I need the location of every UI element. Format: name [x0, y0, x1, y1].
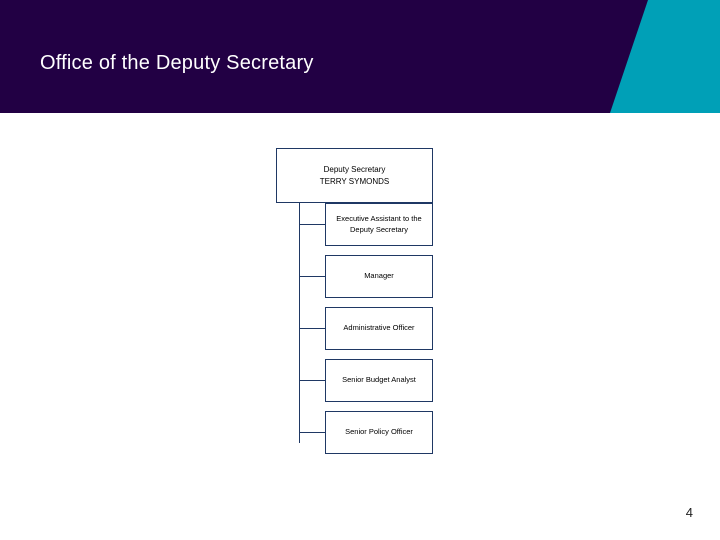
org-chart-trunk-line [299, 203, 300, 443]
page-title: Office of the Deputy Secretary [40, 52, 314, 74]
org-node-label: Administrative Officer [343, 323, 415, 333]
org-node-label: Executive Assistant to the Deputy Secret… [336, 213, 422, 234]
slide-header: Office of the Deputy Secretary [0, 0, 720, 113]
page-number: 4 [685, 505, 693, 520]
header-band-shape [0, 0, 648, 113]
org-node-senior-budget-analyst: Senior Budget Analyst [325, 359, 433, 402]
org-chart-branch-line [299, 328, 325, 329]
org-node-executive-assistant: Executive Assistant to the Deputy Secret… [325, 203, 433, 246]
org-chart-branch-line [299, 276, 325, 277]
org-node-manager: Manager [325, 255, 433, 298]
org-chart-branch-line [299, 380, 325, 381]
org-node-root-name: TERRY SYMONDS [319, 176, 390, 186]
org-node-label: Manager [364, 271, 394, 281]
org-node-label: Senior Policy Officer [345, 427, 413, 437]
org-node-root-title: Deputy Secretary [323, 164, 386, 174]
org-node-label: Senior Budget Analyst [342, 375, 416, 385]
org-chart: Deputy Secretary TERRY SYMONDS Executive… [0, 113, 720, 540]
org-node-root: Deputy Secretary TERRY SYMONDS [276, 148, 433, 203]
org-chart-branch-line [299, 224, 325, 225]
org-chart-branch-line [299, 432, 325, 433]
org-node-senior-policy-officer: Senior Policy Officer [325, 411, 433, 454]
org-node-administrative-officer: Administrative Officer [325, 307, 433, 350]
